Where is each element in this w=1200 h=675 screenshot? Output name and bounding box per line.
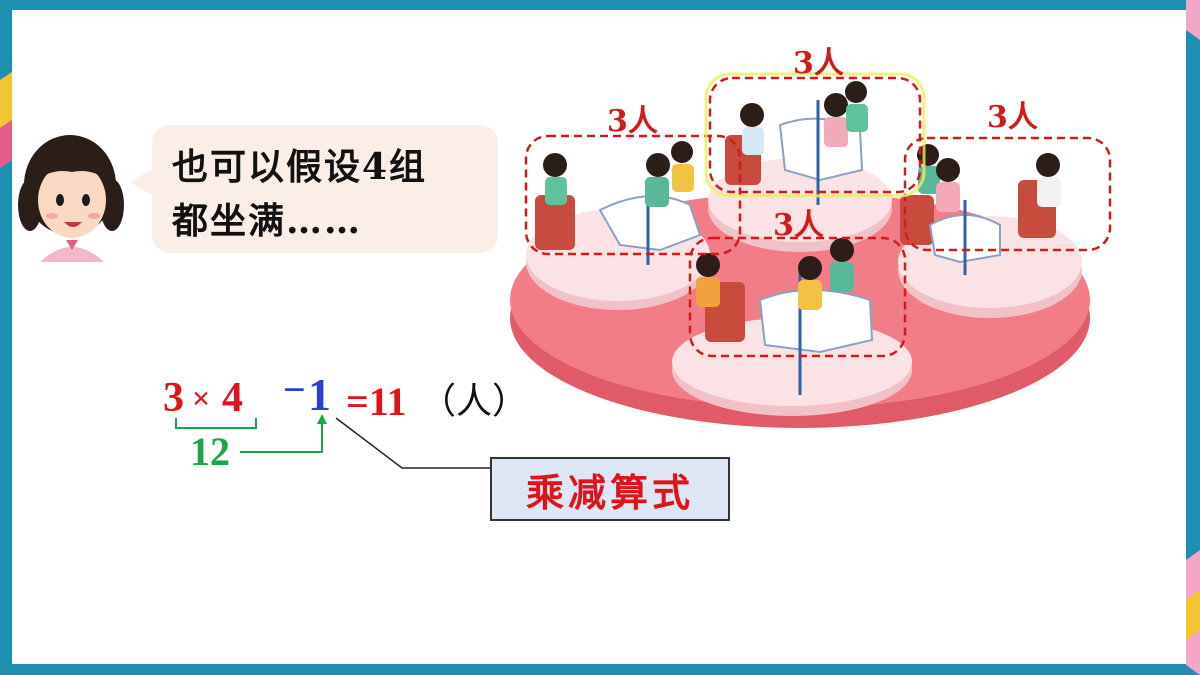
label-leader-line — [335, 417, 490, 469]
right-corner-icon — [1186, 0, 1200, 675]
group-count-left: 3人 — [607, 104, 658, 139]
children — [543, 81, 1061, 310]
speech-bubble — [152, 125, 498, 253]
equation-minus: − — [283, 367, 306, 412]
equation-subtrahend: 1 — [308, 369, 331, 420]
speech-line-1: 也可以假设4组 — [172, 146, 428, 188]
speech-line-2: 都坐满…… — [172, 200, 363, 242]
equation-unit: （人） — [420, 381, 529, 422]
group-box-bottom — [688, 236, 907, 358]
arrow-to-subtrahend — [240, 422, 323, 453]
group-count-top: 3人 — [793, 46, 844, 81]
speech-bubble-tail — [130, 168, 154, 196]
speech-text: 也可以假设4组 都坐满…… — [172, 140, 492, 248]
equation-partial-result: 12 — [190, 429, 230, 474]
group-count-bottom: 3人 — [773, 208, 824, 243]
equation-result: =11 — [346, 379, 407, 424]
group-box-top — [708, 76, 922, 194]
equation-multiplier: 4 — [222, 375, 243, 421]
bracket-under-product — [175, 418, 257, 429]
left-corner-icon — [0, 72, 12, 168]
equation-multiplicand: 3 — [163, 375, 184, 421]
formula-type-text: 乘减算式 — [525, 469, 694, 515]
group-count-right: 3人 — [987, 100, 1038, 135]
equation-times: × — [192, 380, 211, 416]
formula-type-label: 乘减算式 — [490, 457, 730, 521]
